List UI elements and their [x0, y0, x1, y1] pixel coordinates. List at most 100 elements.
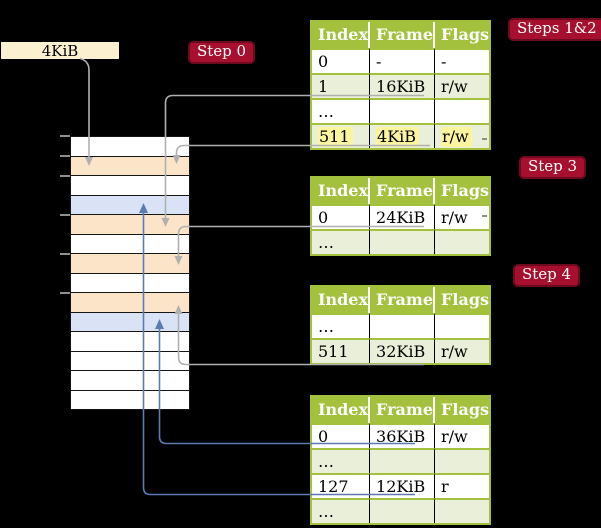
column-header-flags: Flags [435, 22, 490, 48]
memory-row-free [71, 234, 189, 254]
table-cell: - [370, 48, 436, 73]
table-cell: 36KiB [370, 423, 436, 448]
memory-row-pagetable [71, 254, 189, 274]
memory-row-datapage [71, 195, 189, 215]
table-cell: 511 [312, 338, 371, 363]
memory-row-free [71, 332, 189, 352]
table-cell [370, 313, 436, 338]
table-cell: 1 [312, 73, 371, 98]
table-cell: r/w [435, 123, 490, 148]
table-cell: … [312, 313, 371, 338]
table-cell: r [435, 473, 490, 498]
memory-row-pagetable [71, 215, 189, 235]
table-cell: 24KiB [370, 204, 436, 229]
memory-row-free [71, 273, 189, 293]
column-header-index: Index [312, 22, 371, 48]
memory-row-free [71, 371, 189, 391]
table-row: 0-- [312, 48, 490, 73]
highlighted-value: 4KiB [376, 127, 420, 147]
highlighted-value: r/w [441, 127, 472, 147]
column-header-frame: Frame [370, 397, 436, 423]
memory-row-pagetable [71, 293, 189, 313]
column-header-flags: Flags [435, 178, 490, 204]
table-cell [435, 313, 490, 338]
table-row: … [312, 498, 490, 523]
table-cell: 0 [312, 204, 371, 229]
table-cell: r/w [435, 204, 490, 229]
table-cell: 4KiB [370, 123, 436, 148]
memory-tick [60, 253, 70, 255]
memory-row-free [71, 176, 189, 196]
table-cell: 127 [312, 473, 371, 498]
column-header-frame: Frame [370, 287, 436, 313]
table-cell [435, 498, 490, 523]
table-row: … [312, 229, 490, 254]
column-header-frame: Frame [370, 178, 436, 204]
memory-row-free [71, 390, 189, 409]
memory-row-free [71, 137, 189, 157]
table-cell: r/w [435, 338, 490, 363]
step-4-label: Step 4 [513, 264, 581, 287]
root-pointer-box: 4KiB [1, 42, 119, 60]
table-cell: - [435, 48, 490, 73]
table-cell [435, 448, 490, 473]
table-cell: 511 [312, 123, 371, 148]
table-cell: … [312, 229, 371, 254]
table-cell [435, 229, 490, 254]
highlighted-value: 511 [318, 127, 353, 147]
table-cell [370, 448, 436, 473]
table-cell: 0 [312, 423, 371, 448]
memory-tick [60, 155, 70, 157]
column-header-flags: Flags [435, 397, 490, 423]
table-cell: r/w [435, 423, 490, 448]
table-cell: 32KiB [370, 338, 436, 363]
table-cell: … [312, 448, 371, 473]
table-cell [370, 229, 436, 254]
memory-row-free [71, 351, 189, 371]
memory-tick [60, 214, 70, 216]
column-header-flags: Flags [435, 287, 490, 313]
step-3-label: Step 3 [519, 156, 587, 179]
steps-1-2-label: Steps 1&2 [508, 18, 601, 41]
column-header-index: Index [312, 178, 371, 204]
table-row: 511 4KiB r/w [312, 123, 490, 148]
memory-tick [60, 175, 70, 177]
table-row: … [312, 448, 490, 473]
memory-row-pagetable [71, 156, 189, 176]
memory-row-datapage [71, 312, 189, 332]
table-cell: r/w [435, 73, 490, 98]
column-header-index: Index [312, 397, 371, 423]
table-row: … [312, 313, 490, 338]
table-cell [435, 98, 490, 123]
table-row: … [312, 98, 490, 123]
table-cell: … [312, 98, 371, 123]
table-cell [370, 498, 436, 523]
table-cell: 12KiB [370, 473, 436, 498]
column-header-index: Index [312, 287, 371, 313]
memory-tick [60, 135, 70, 137]
column-header-frame: Frame [370, 22, 436, 48]
memory-tick [60, 292, 70, 294]
table-cell: 16KiB [370, 73, 436, 98]
physical-memory-column [70, 136, 190, 410]
table-cell: 0 [312, 48, 371, 73]
table-cell: … [312, 498, 371, 523]
table-cell [370, 98, 436, 123]
